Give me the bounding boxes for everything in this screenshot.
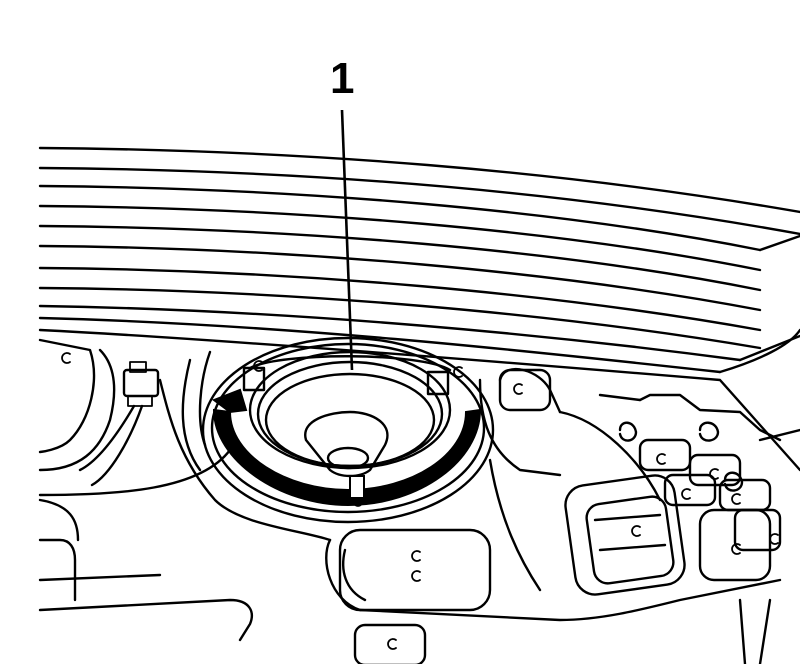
panel-body-outline	[38, 328, 800, 642]
clip-marks	[61, 352, 779, 650]
wiring-connector	[78, 361, 160, 487]
speaker-retaining-ring	[212, 408, 482, 507]
callout-leader-line	[340, 109, 354, 371]
parcel-shelf-slats	[38, 146, 800, 374]
callout-label: 1	[330, 54, 354, 103]
panel-pockets	[338, 368, 782, 664]
right-bracket	[618, 393, 800, 664]
speaker-bottom-tab	[349, 475, 365, 499]
speaker-assembly	[201, 336, 495, 524]
